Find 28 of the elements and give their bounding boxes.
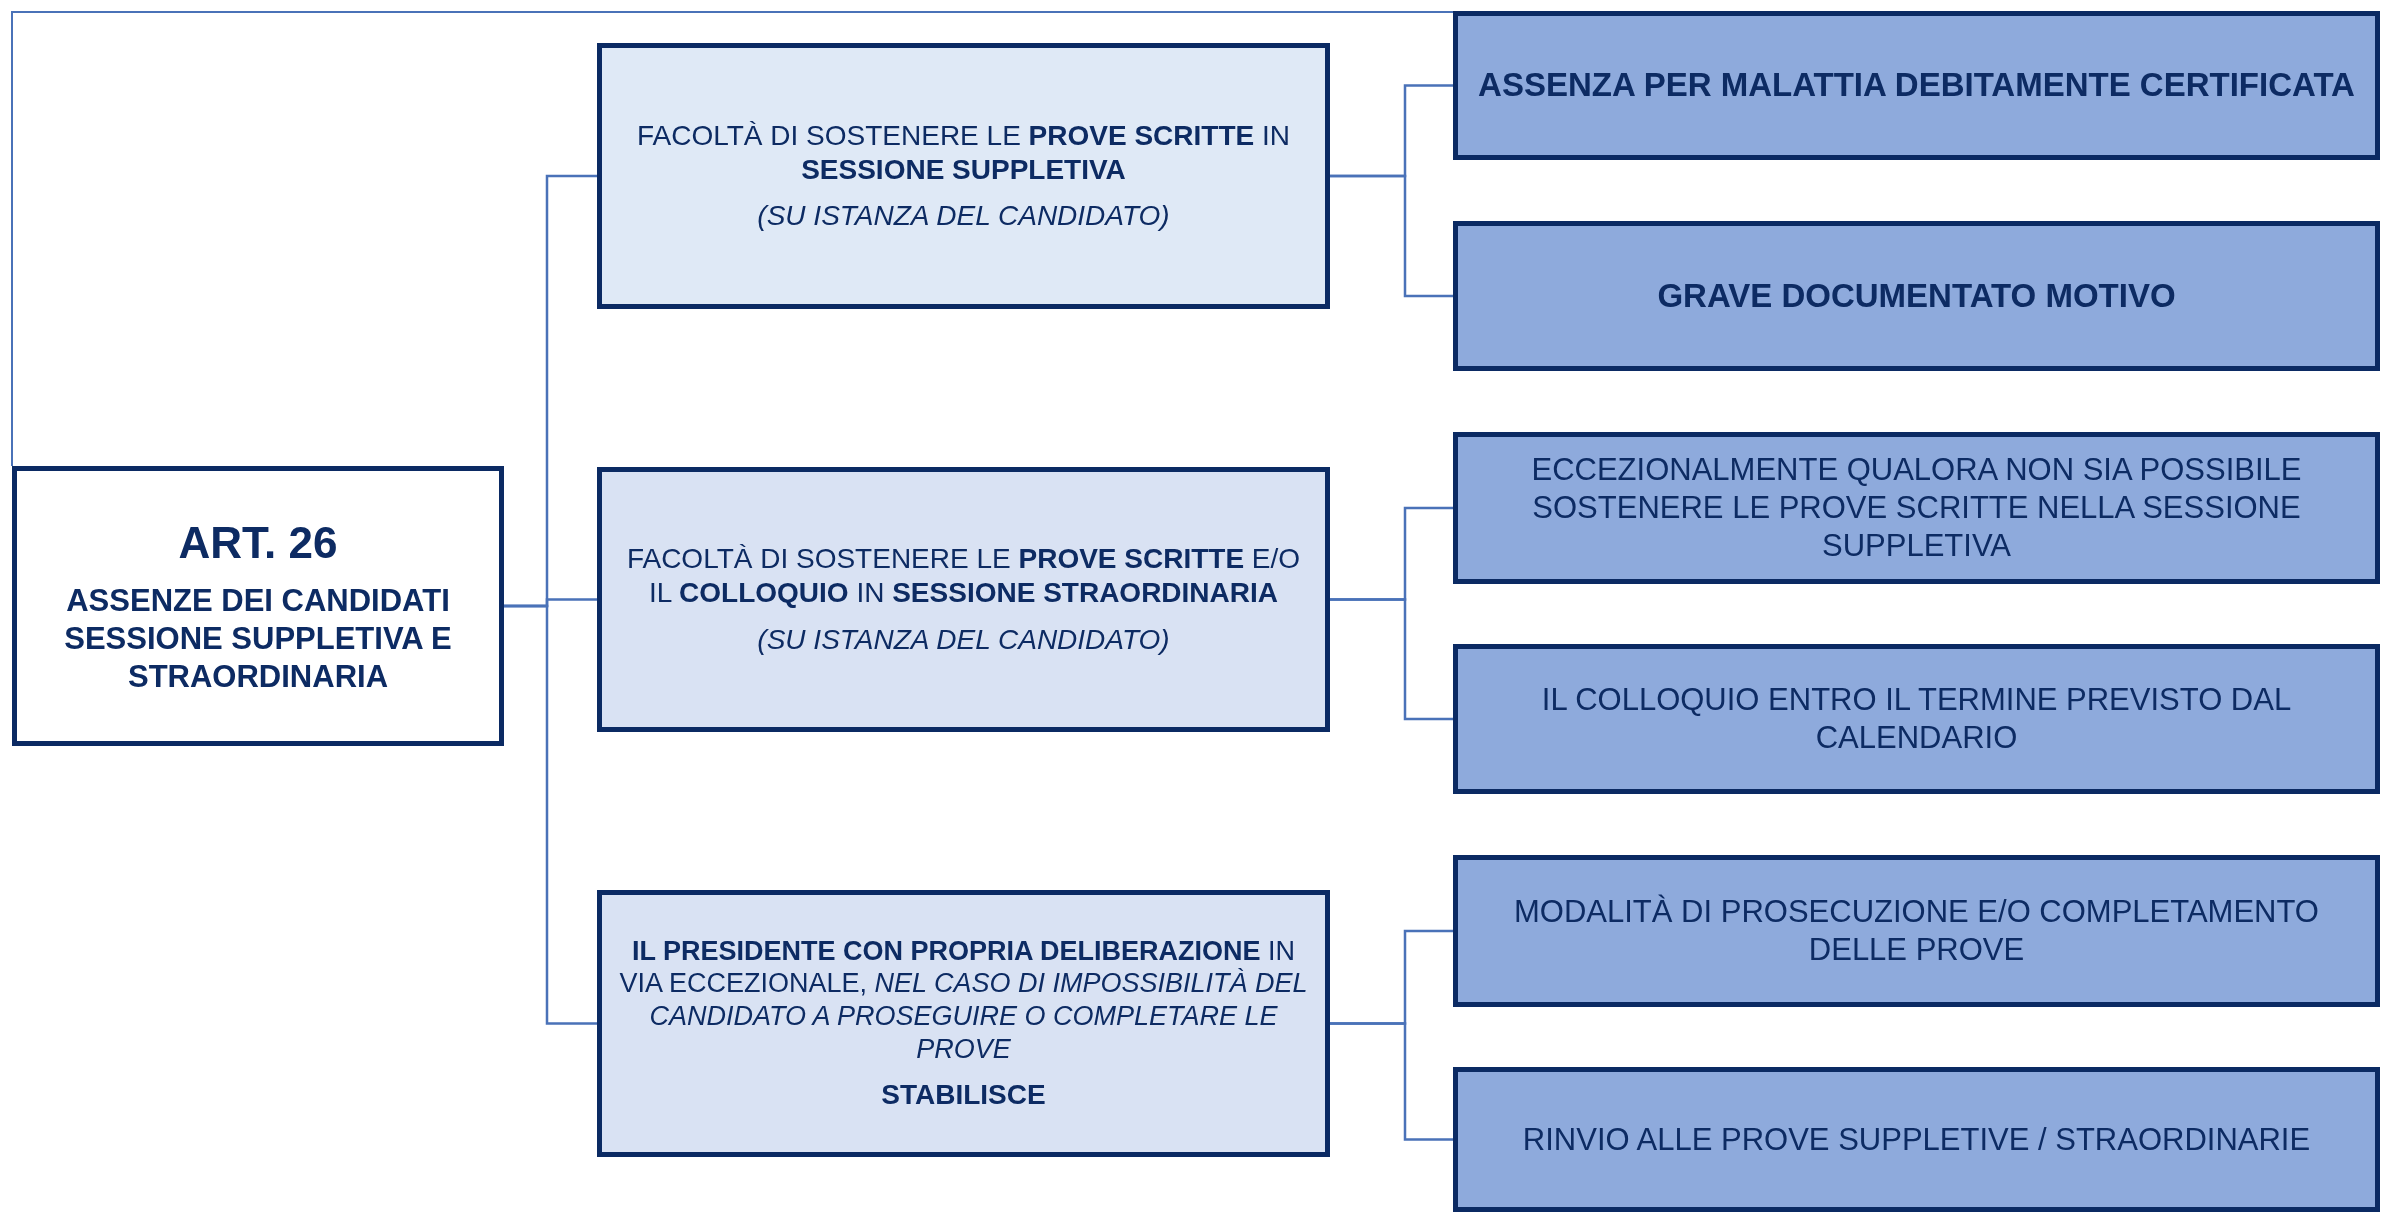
outcome-box [1453, 11, 2380, 160]
outcome-box [1453, 644, 2380, 794]
box-heading: ECCEZIONALMENTE QUALORA NON SIA POSSIBILE SOSTENERE LE PROVE SCRITTE NELLA SESSIONE SUPPLETIVA [1530, 451, 2303, 565]
connector-line [1330, 1022, 1453, 1141]
box-heading: ASSENZA PER MALATTIA DEBITAMENTE CERTIFICATA [1478, 65, 2355, 106]
box-heading: GRAVE DOCUMENTATO MOTIVO [1657, 275, 2176, 316]
process-box [597, 890, 1330, 1157]
box-text: (SU ISTANZA DEL CANDIDATO) [757, 199, 1170, 234]
box-text: ASSENZE DEI CANDIDATI SESSIONE SUPPLETIVA E STRAORDINARIA [63, 582, 453, 696]
box-heading: RINVIO ALLE PROVE SUPPLETIVE / STRAORDINARIE [1522, 1120, 2311, 1159]
process-box [597, 43, 1330, 309]
box-heading: ART. 26 [178, 517, 338, 570]
outcome-box [1453, 221, 2380, 371]
connector-line [504, 604, 597, 1025]
box-heading: IL COLLOQUIO ENTRO IL TERMINE PREVISTO DAL CALENDARIO [1540, 681, 2293, 757]
connector-line [1330, 598, 1453, 721]
box-heading: FACOLTÀ DI SOSTENERE LE PROVE SCRITTE IN SESSIONE SUPPLETIVA [636, 118, 1291, 187]
box-heading: IL PRESIDENTE CON PROPRIA DELIBERAZIONE IN VIA ECCEZIONALE, NEL CASO DI IMPOSSIBILITÀ DEL CANDIDATO A PROSEGUIRE O COMPLETARE LE PROVE [618, 934, 1309, 1067]
outcome-box [1453, 1067, 2380, 1212]
box-text: (SU ISTANZA DEL CANDIDATO) [757, 622, 1170, 657]
box-heading: FACOLTÀ DI SOSTENERE LE PROVE SCRITTE E/O IL COLLOQUIO IN SESSIONE STRAORDINARIA [625, 542, 1302, 611]
process-box [597, 467, 1330, 732]
box-heading: MODALITÀ DI PROSECUZIONE E/O COMPLETAMENTO DELLE PROVE [1513, 893, 2320, 969]
connector-line [1330, 174, 1453, 298]
title-box [12, 466, 504, 746]
outcome-box [1453, 855, 2380, 1007]
box-text: STABILISCE [881, 1078, 1046, 1113]
outcome-box [1453, 432, 2380, 584]
